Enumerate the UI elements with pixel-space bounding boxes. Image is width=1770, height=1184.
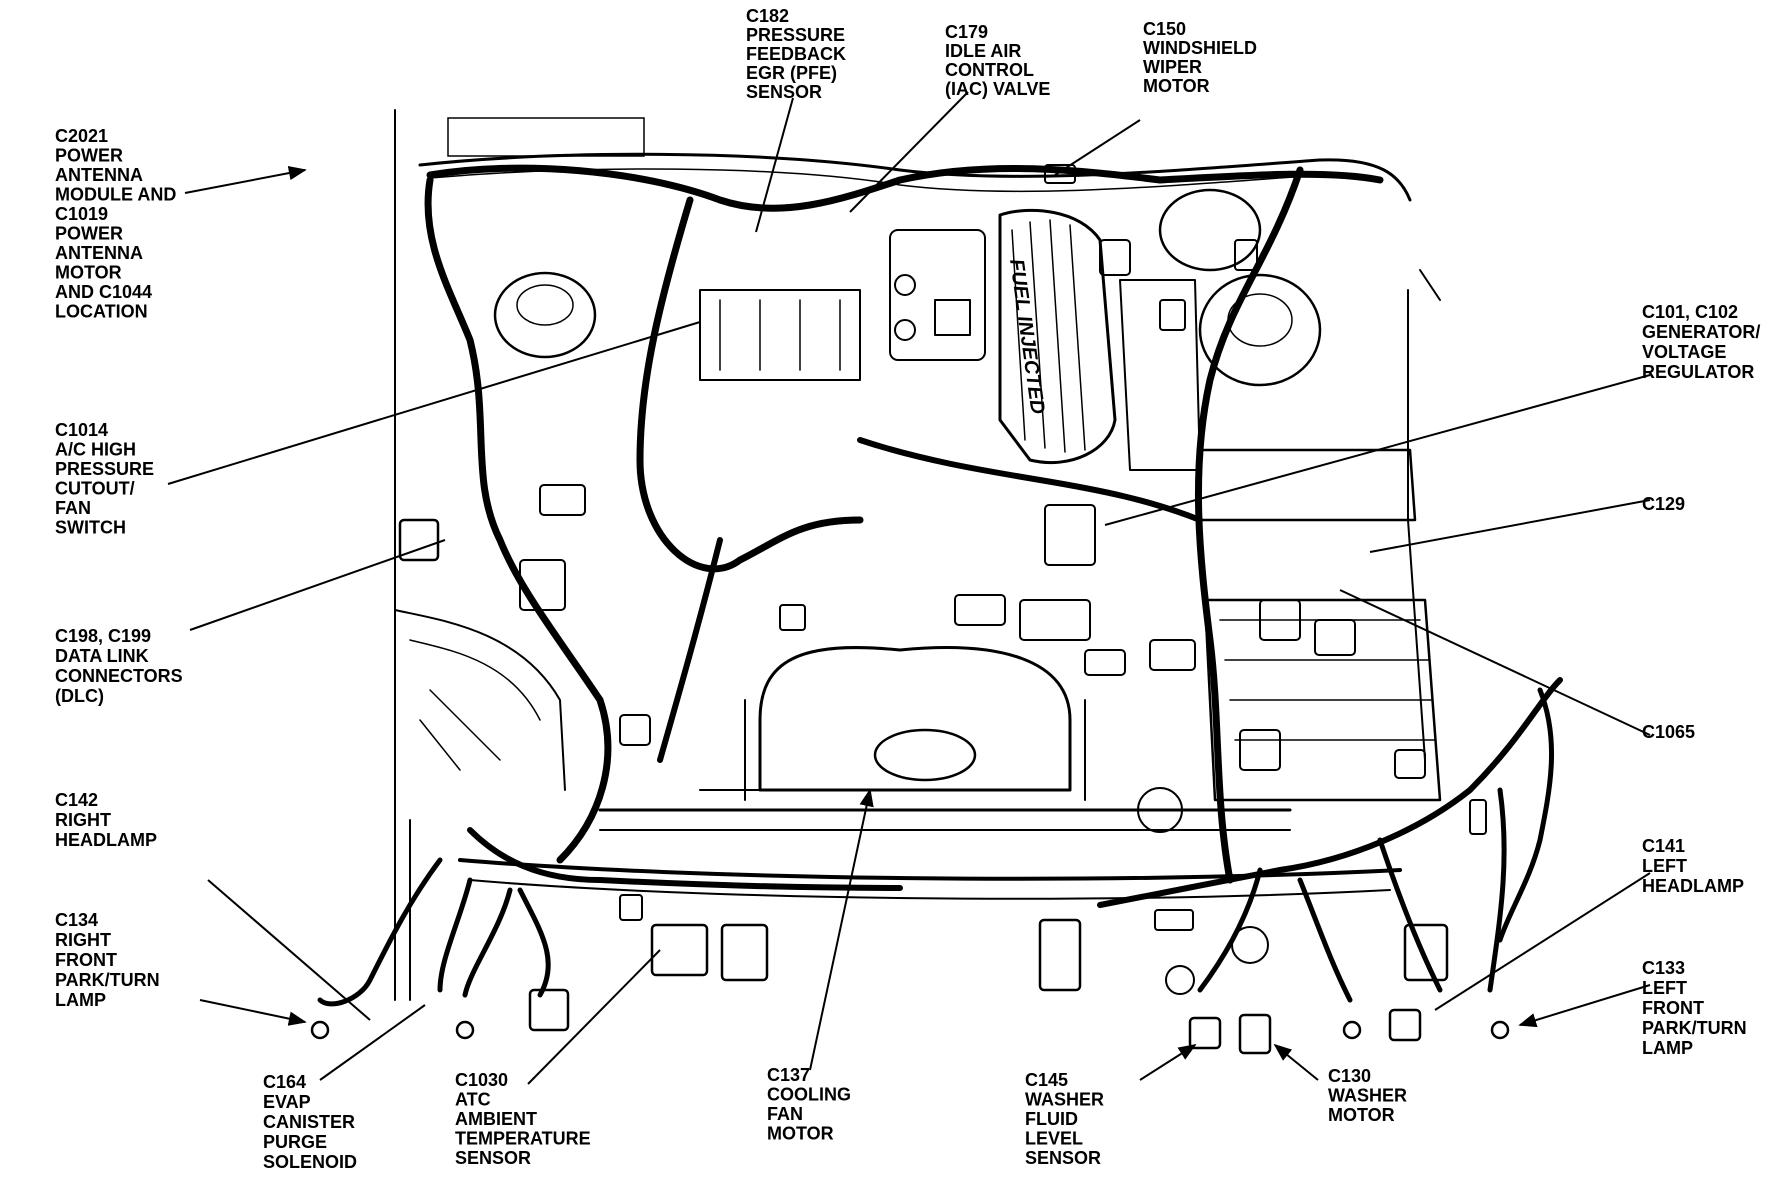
- label-c2021-power-antenna: C2021 POWER ANTENNA MODULE AND C1019 POW…: [55, 126, 181, 322]
- engine-compartment-illustration: FUEL INJECTED: [310, 109, 1563, 1055]
- leader-lines: [167, 91, 1651, 1085]
- label-c164-evap-purge-solenoid: C164 EVAP CANISTER PURGE SOLENOID: [263, 1072, 360, 1172]
- label-c1065: C1065: [1642, 722, 1695, 742]
- label-c145-washer-fluid-level-sensor: C145 WASHER FLUID LEVEL SENSOR: [1025, 1070, 1109, 1168]
- label-c137-cooling-fan-motor: C137 COOLING FAN MOTOR: [767, 1065, 856, 1144]
- label-c134-right-park-turn-lamp: C134 RIGHT FRONT PARK/TURN LAMP: [55, 910, 165, 1010]
- label-c129: C129: [1642, 494, 1685, 514]
- label-c101-c102-generator: C101, C102 GENERATOR/ VOLTAGE REGULATOR: [1642, 302, 1765, 382]
- label-c130-washer-motor: C130 WASHER MOTOR: [1328, 1066, 1412, 1125]
- label-c141-left-headlamp: C141 LEFT HEADLAMP: [1642, 836, 1744, 896]
- cowl-vent-grille: [447, 117, 645, 157]
- label-c179-iac-valve: C179 IDLE AIR CONTROL (IAC) VALVE: [945, 22, 1050, 99]
- lamp-sockets: [310, 787, 1510, 1040]
- fuel-injected-engine-marking: FUEL INJECTED: [1005, 258, 1049, 416]
- label-c133-left-park-turn-lamp: C133 LEFT FRONT PARK/TURN LAMP: [1642, 958, 1752, 1058]
- label-c182-pfe-sensor: C182 PRESSURE FEEDBACK EGR (PFE) SENSOR: [746, 6, 851, 102]
- label-c1030-atc-sensor: C1030 ATC AMBIENT TEMPERATURE SENSOR: [455, 1070, 596, 1168]
- label-c150-wiper-motor: C150 WINDSHIELD WIPER MOTOR: [1143, 19, 1262, 96]
- label-c1014-ac-switch: C1014 A/C HIGH PRESSURE CUTOUT/ FAN SWIT…: [55, 420, 159, 538]
- label-c198-c199-dlc: C198, C199 DATA LINK CONNECTORS (DLC): [55, 626, 188, 706]
- label-c142-right-headlamp: C142 RIGHT HEADLAMP: [55, 790, 157, 850]
- connectors: [398, 164, 1487, 1055]
- wiring-harness: [317, 164, 1563, 1007]
